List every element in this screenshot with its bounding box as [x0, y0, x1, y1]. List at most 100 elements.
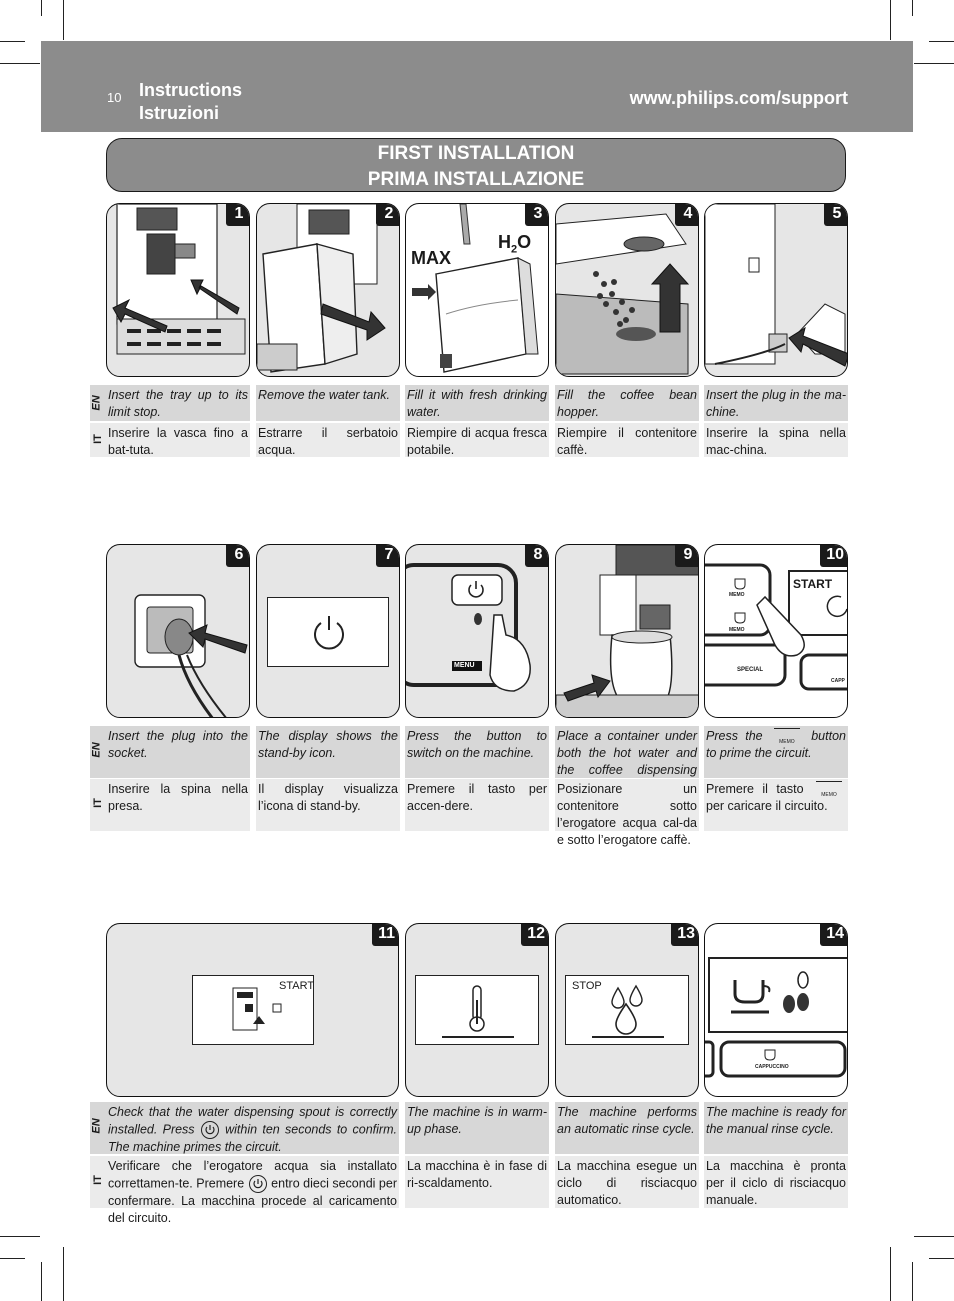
step-number: 2 — [376, 204, 399, 226]
thermometer-icon — [442, 985, 514, 1038]
crop-mark — [0, 63, 40, 64]
water-spout-icon — [232, 987, 282, 1031]
step-number: 7 — [376, 545, 399, 567]
crop-mark — [0, 1258, 25, 1259]
crop-mark — [914, 1236, 954, 1237]
step-13-text-en: The machine performs an automatic rinse … — [555, 1102, 699, 1154]
capp-label: CAPP — [831, 678, 845, 684]
step-10-it-part-a: Premere il tasto — [706, 782, 804, 796]
step-number: 14 — [820, 924, 847, 946]
step-2-text-en: Remove the water tank. — [256, 385, 400, 421]
section-banner: FIRST INSTALLATION PRIMA INSTALLAZIONE — [106, 138, 846, 192]
memo-label: MEMO — [729, 627, 745, 633]
crop-mark — [912, 0, 913, 16]
max-label: MAX — [411, 248, 451, 268]
step-7-text-en: The display shows the stand-by icon. — [256, 726, 400, 778]
step-number: 5 — [824, 204, 847, 226]
plug-machine-icon — [705, 204, 847, 367]
step-6-text-en: Insert the plug into the socket. — [106, 726, 250, 778]
step-4-illustration: 4 — [555, 203, 699, 377]
step-11-en-part-b: within ten seconds to confirm. The machi… — [108, 1122, 397, 1154]
step-13-text-it: La macchina esegue un ciclo di risciacqu… — [555, 1156, 699, 1208]
step-11-en-part-a: Check that the water dispensing spout is… — [108, 1105, 397, 1137]
lang-label-it: IT — [90, 1156, 107, 1208]
stop-label: STOP — [572, 980, 602, 992]
power-icon — [200, 1121, 219, 1139]
step-11-illustration: START 11 — [106, 923, 399, 1097]
crop-mark — [929, 41, 954, 42]
display-screen — [192, 975, 314, 1045]
page-title: Instructions Istruzioni — [139, 79, 242, 125]
memo-label: MEMO — [729, 592, 745, 598]
step-3-text-it: Riempire di acqua fresca potabile. — [405, 423, 549, 457]
display-screen — [415, 975, 539, 1045]
step-number: 1 — [226, 204, 249, 226]
step-10-en-part-a: Press the — [706, 729, 763, 743]
step-11-text-en: Check that the water dispensing spout is… — [106, 1102, 399, 1154]
step-10-text-it: Premere il tasto MEMO per caricare il ci… — [704, 779, 848, 831]
crop-mark — [41, 1262, 42, 1301]
lang-label-it: IT — [90, 423, 107, 457]
step-11-text-it: Verificare che l’erogatore acqua sia ins… — [106, 1156, 399, 1225]
water-drops-icon — [592, 984, 664, 1038]
step-7-illustration: 7 — [256, 544, 400, 718]
step-9-illustration: 9 — [555, 544, 699, 718]
step-14-illustration: CAPPUCCINO 14 — [704, 923, 848, 1097]
display-screen — [267, 597, 389, 667]
step-10-text-en: Press the MEMO button to prime the circu… — [704, 726, 848, 778]
crop-mark — [890, 1247, 891, 1301]
machine-tray-icon — [112, 204, 246, 355]
start-label: START — [279, 980, 315, 992]
step-3-text-en: Fill it with fresh drinking water. — [405, 385, 549, 421]
lang-label-en: EN — [90, 726, 107, 778]
step-12-illustration: 12 — [405, 923, 549, 1097]
step-number: 8 — [525, 545, 548, 567]
page-number: 10 — [107, 90, 122, 105]
banner-title-en: FIRST INSTALLATION — [377, 143, 575, 164]
step-9-text-it: Posizionare un contenitore sotto l’eroga… — [555, 779, 699, 847]
crop-mark — [41, 0, 42, 16]
power-icon — [314, 616, 344, 650]
step-14-text-en: The machine is ready for the manual rins… — [704, 1102, 848, 1154]
step-number: 10 — [820, 545, 847, 567]
step-5-text-it: Inserire la spina nella mac-china. — [704, 423, 848, 457]
ready-display-icon — [705, 957, 847, 1078]
step-8-text-it: Premere il tasto per accen-dere. — [405, 779, 549, 831]
crop-mark — [914, 63, 954, 64]
lang-label-en: EN — [90, 385, 107, 421]
power-button-press-icon — [406, 563, 531, 692]
step-10-it-part-b: per caricare il circuito. — [706, 799, 828, 814]
memo-icon: MEMO — [773, 728, 800, 745]
crop-mark — [0, 41, 25, 42]
step-number: 13 — [671, 924, 698, 946]
step-5-illustration: 5 — [704, 203, 848, 377]
wall-socket-icon — [134, 594, 248, 717]
step-number: 9 — [675, 545, 698, 567]
title-en: Instructions — [139, 80, 243, 100]
step-4-text-en: Fill the coffee bean hopper. — [555, 385, 699, 421]
step-5-text-en: Insert the plug in the ma-chine. — [704, 385, 848, 421]
step-10-en-part-b: button to prime the circuit. — [706, 729, 846, 761]
step-14-text-it: La macchina è pronta per il ciclo di ris… — [704, 1156, 848, 1208]
step-number: 3 — [525, 204, 548, 226]
water-fill-icon — [412, 204, 539, 373]
step-4-text-it: Riempire il contenitore caffè. — [555, 423, 699, 457]
step-10-illustration: MEMO MEMO START SPECIAL CAPP 10 — [704, 544, 848, 718]
step-11-it-part-a: Verificare che l’erogatore acqua sia ins… — [108, 1159, 397, 1191]
crop-mark — [63, 0, 64, 40]
h2o-label: H2O — [498, 232, 532, 256]
page-header — [41, 41, 913, 132]
banner-title-it: PRIMA INSTALLAZIONE — [367, 169, 585, 190]
step-6-illustration: 6 — [106, 544, 250, 718]
step-11-it-part-b: entro dieci secondi per confermare. La m… — [108, 1176, 397, 1225]
step-2-text-it: Estrarre il serbatoio acqua. — [256, 423, 400, 457]
step-6-text-it: Inserire la spina nella presa. — [106, 779, 250, 831]
crop-mark — [890, 0, 891, 40]
title-it: Istruzioni — [139, 103, 219, 123]
crop-mark — [929, 1258, 954, 1259]
crop-mark — [0, 1236, 40, 1237]
step-number: 6 — [226, 545, 249, 567]
special-label: SPECIAL — [737, 667, 764, 673]
menu-label: MENU — [454, 662, 475, 669]
step-2-illustration: 2 — [256, 203, 400, 377]
